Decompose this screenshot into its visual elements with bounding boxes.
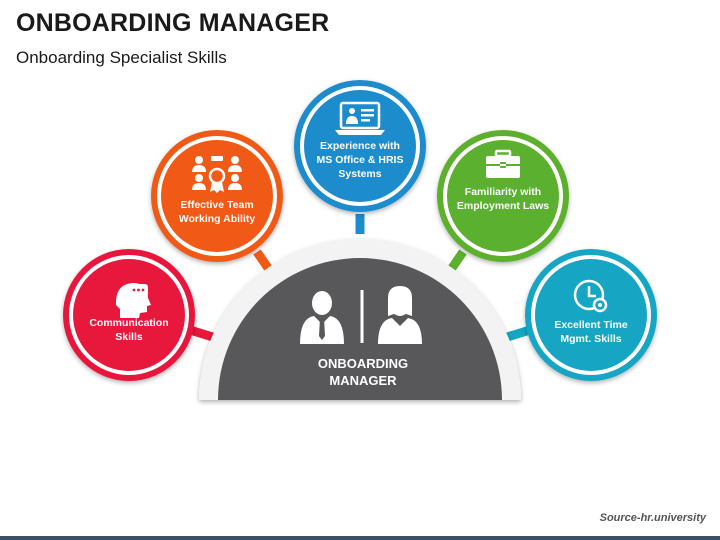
head-speech-icon: [115, 283, 151, 318]
skill-node-team: [151, 130, 283, 262]
skill-node-communication: [63, 249, 195, 381]
connector-communication: [188, 325, 218, 343]
skill-label-time: Excellent Time Mgmt. Skills: [554, 319, 628, 345]
skill-node-laws: [437, 130, 569, 262]
skill-label-team: Effective Team Working Ability: [178, 199, 256, 225]
skill-label-laws: Familiarity with Employment Laws: [456, 186, 550, 212]
hub-inner: [218, 258, 502, 400]
manager-man-woman-icon: [300, 286, 422, 344]
clock-gear-icon: [573, 279, 608, 313]
connector-time: [502, 325, 532, 343]
laptop-user-icon: [335, 101, 385, 135]
slide-title: ONBOARDING MANAGER: [16, 9, 330, 37]
skill-label-communication: Communication Skills: [89, 317, 169, 343]
skill-node-office: [294, 80, 426, 212]
skill-label-office: Experience with MS Office & HRIS Systems: [316, 140, 404, 180]
skill-node-time: [525, 249, 657, 381]
connector-laws: [448, 249, 467, 271]
center-label: ONBOARDING MANAGER: [317, 356, 409, 388]
slide-subtitle: Onboarding Specialist Skills: [16, 48, 227, 67]
team-award-icon: [192, 156, 242, 193]
connectors: [188, 214, 532, 343]
briefcase-gavel-icon: [486, 149, 520, 178]
bottom-bar: [0, 536, 720, 540]
source-note: Source-hr.university: [599, 512, 706, 524]
connector-team: [253, 249, 272, 271]
center-hub: [199, 239, 521, 400]
